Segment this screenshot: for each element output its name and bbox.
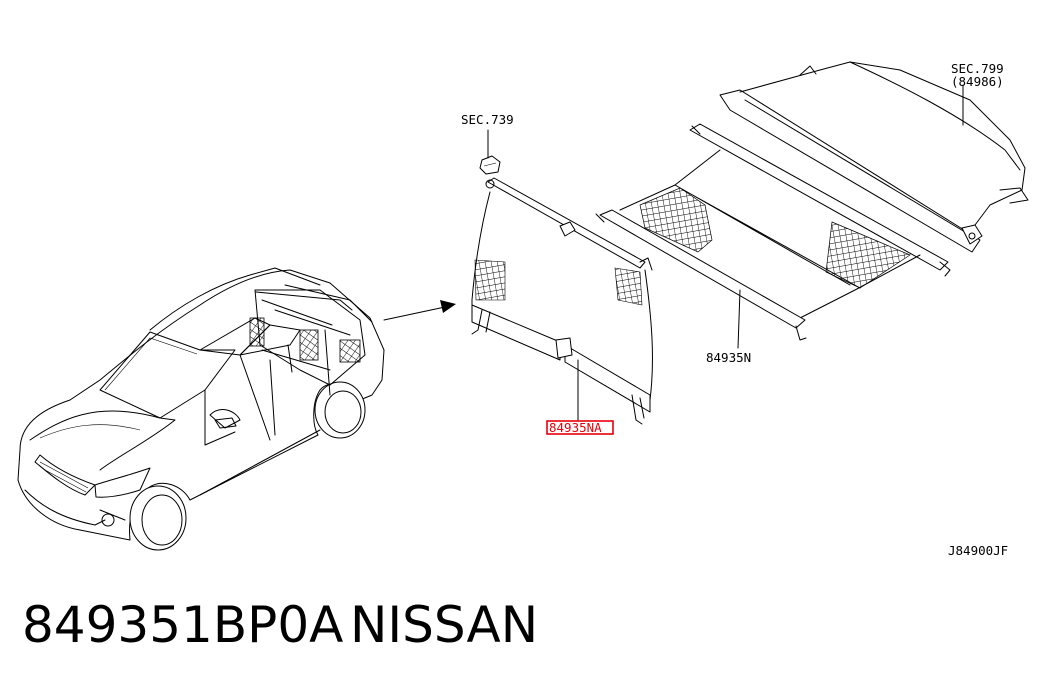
pointer-arrow: [383, 300, 456, 321]
caption-brand: NISSAN: [350, 596, 539, 654]
callout-part-84935na[interactable]: 84935NA: [549, 420, 602, 435]
callout-sec739: SEC.739: [461, 112, 514, 127]
callout-sec799-ref: (84986): [951, 74, 1004, 89]
car-illustration: [17, 267, 385, 551]
caption-part-number: 849351BP0A: [22, 596, 344, 654]
callout-part-84935n: 84935N: [706, 350, 751, 365]
highlight-box: [546, 420, 614, 435]
clip-part: [479, 155, 501, 175]
tonneau-cover-assembly: [719, 61, 1029, 253]
cargo-net-assembly: [595, 123, 951, 349]
partition-net-assembly: [471, 155, 653, 425]
callout-sec799: SEC.799: [951, 61, 1004, 76]
figure-code: J84900JF: [948, 543, 1008, 558]
